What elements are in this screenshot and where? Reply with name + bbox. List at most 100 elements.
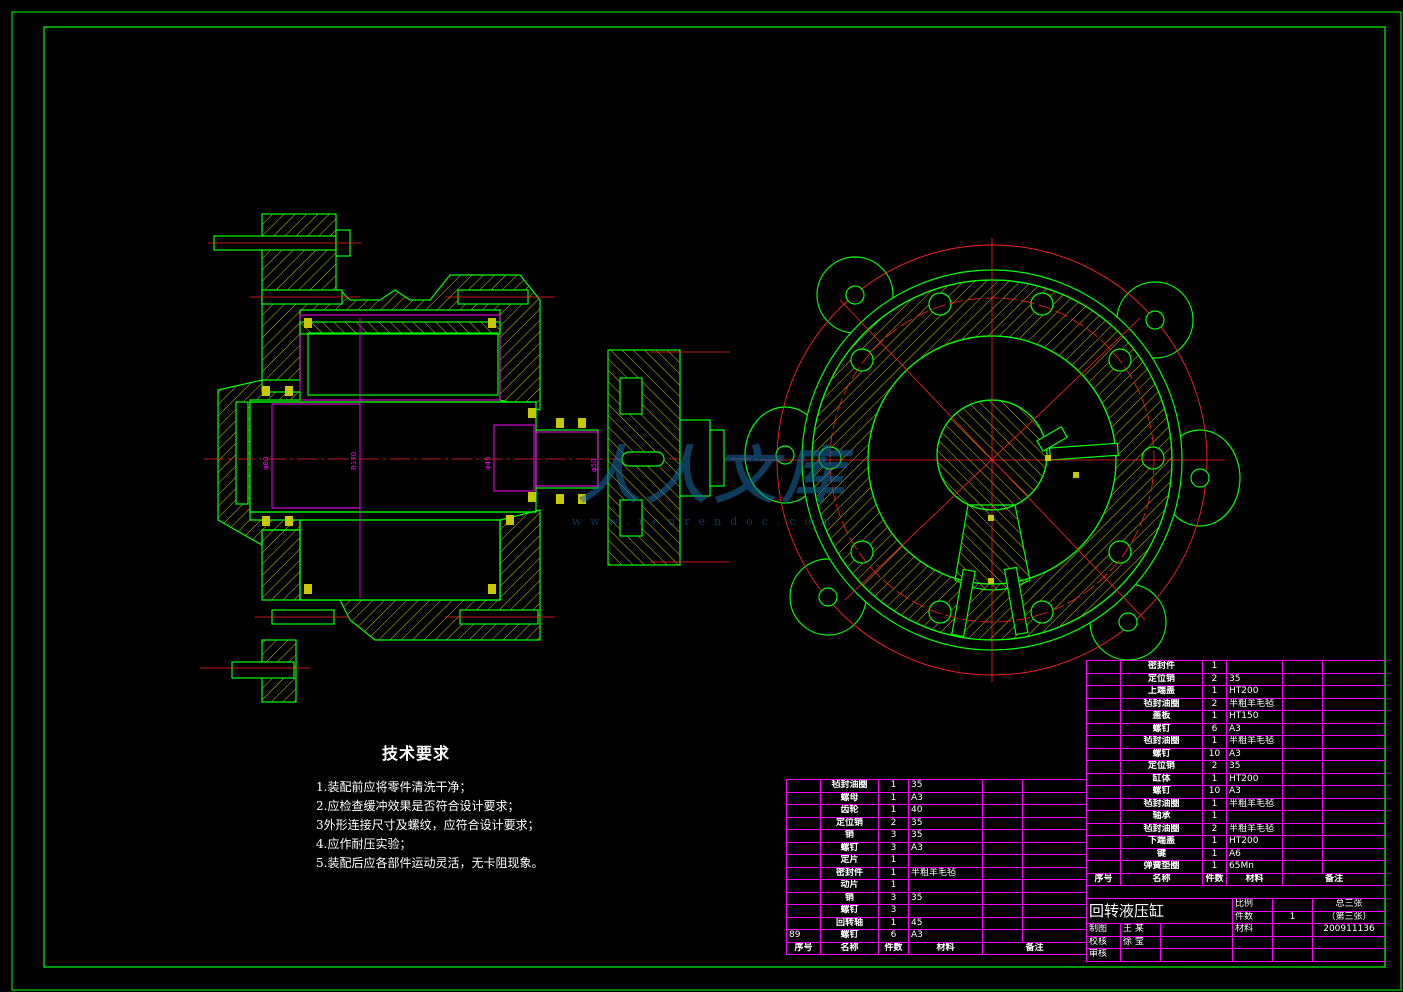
bom-remark (1282, 735, 1323, 749)
bom-part-name: 毡封油圈 (1120, 797, 1203, 811)
dim-text: φ45 (484, 456, 492, 470)
dimension-texts: φ80 R170 φ45 φ50 (262, 452, 598, 472)
bom-part-name: 销 (820, 829, 879, 843)
bom-qty: 3 (878, 891, 909, 905)
bom-empty (1322, 760, 1386, 774)
bom-part-name: 缸体 (1120, 772, 1203, 786)
dim-text: φ50 (590, 458, 598, 472)
bom-remark (982, 791, 1023, 805)
bom-empty (1322, 772, 1386, 786)
bom-part-name: 盖板 (1120, 710, 1203, 724)
bom-material (908, 904, 983, 918)
bom-qty: 3 (878, 904, 909, 918)
bom-qty: 1 (1202, 735, 1227, 749)
bom-material: 45 (908, 916, 983, 930)
bom-part-name: 螺母 (820, 791, 879, 805)
bom-material: A3 (1226, 785, 1283, 799)
bom-empty (1022, 904, 1087, 918)
bom-material: 半粗羊毛毡 (1226, 697, 1283, 711)
note-item: 1.装配前应将零件清洗干净； (316, 780, 472, 794)
bom-part-name: 定片 (820, 854, 879, 868)
bom-header-cell: 件数 (878, 941, 909, 955)
bom-qty: 6 (878, 929, 909, 943)
bom-remark (1282, 785, 1323, 799)
bom-qty: 10 (1202, 785, 1227, 799)
bom-empty (1322, 785, 1386, 799)
bom-remark (1282, 710, 1323, 724)
bom-part-name: 密封件 (820, 866, 879, 880)
bom-index (786, 916, 821, 930)
bom-part-name: 回转轴 (820, 916, 879, 930)
bom-qty: 1 (878, 779, 909, 793)
bom-material: 半粗羊毛毡 (1226, 735, 1283, 749)
checked-by: 徐 莹 (1120, 935, 1161, 949)
bom-qty: 6 (1202, 722, 1227, 736)
bom-qty: 2 (1202, 697, 1227, 711)
bom-empty (1322, 860, 1386, 874)
bom-empty (1022, 816, 1087, 830)
bom-index (1086, 810, 1121, 824)
bom-index (1086, 685, 1121, 699)
bom-material: 35 (908, 816, 983, 830)
outer-frame (11, 11, 1402, 991)
bom-qty: 1 (1202, 835, 1227, 849)
bom-empty (1022, 841, 1087, 855)
note-item: 4.应作耐压实验； (316, 837, 412, 851)
bom-index (786, 829, 821, 843)
bom-header-cell: 名称 (820, 941, 879, 955)
material-label: 材料 (1232, 923, 1273, 937)
bom-qty: 2 (1202, 822, 1227, 836)
sheet-no: （第三张） (1312, 910, 1386, 924)
sheet-total: 总三张 (1312, 898, 1386, 912)
bom-part-name: 上端盖 (1120, 685, 1203, 699)
bom-remark (982, 829, 1023, 843)
bom-index (1086, 672, 1121, 686)
bom-remark (1282, 747, 1323, 761)
bom-remark (1282, 847, 1323, 861)
bom-part-name: 下端盖 (1120, 835, 1203, 849)
end-view (744, 238, 1241, 682)
bom-remark (1282, 685, 1323, 699)
bom-part-name: 螺钉 (1120, 722, 1203, 736)
qty-value: 1 (1272, 910, 1313, 924)
bom-qty: 1 (878, 879, 909, 893)
bom-material (908, 879, 983, 893)
bom-remark (982, 804, 1023, 818)
bom-empty (1322, 697, 1386, 711)
bom-empty (1322, 747, 1386, 761)
bom-qty: 2 (878, 816, 909, 830)
bom-remark (1282, 772, 1323, 786)
bom-empty (1022, 854, 1087, 868)
bom-qty: 10 (1202, 747, 1227, 761)
bom-part-name: 毡封油圈 (1120, 697, 1203, 711)
bom-part-name: 螺钉 (1120, 747, 1203, 761)
bom-empty (1322, 722, 1386, 736)
bom-part-name: 齿轮 (820, 804, 879, 818)
bom-remark (1282, 672, 1323, 686)
bom-part-name: 螺钉 (1120, 785, 1203, 799)
bom-header-row: 序号名称件数材料备注 (1086, 872, 1386, 886)
bom-qty: 1 (878, 791, 909, 805)
bom-empty (1022, 916, 1087, 930)
bom-part-name: 键 (1120, 847, 1203, 861)
bom-material: 40 (908, 804, 983, 818)
